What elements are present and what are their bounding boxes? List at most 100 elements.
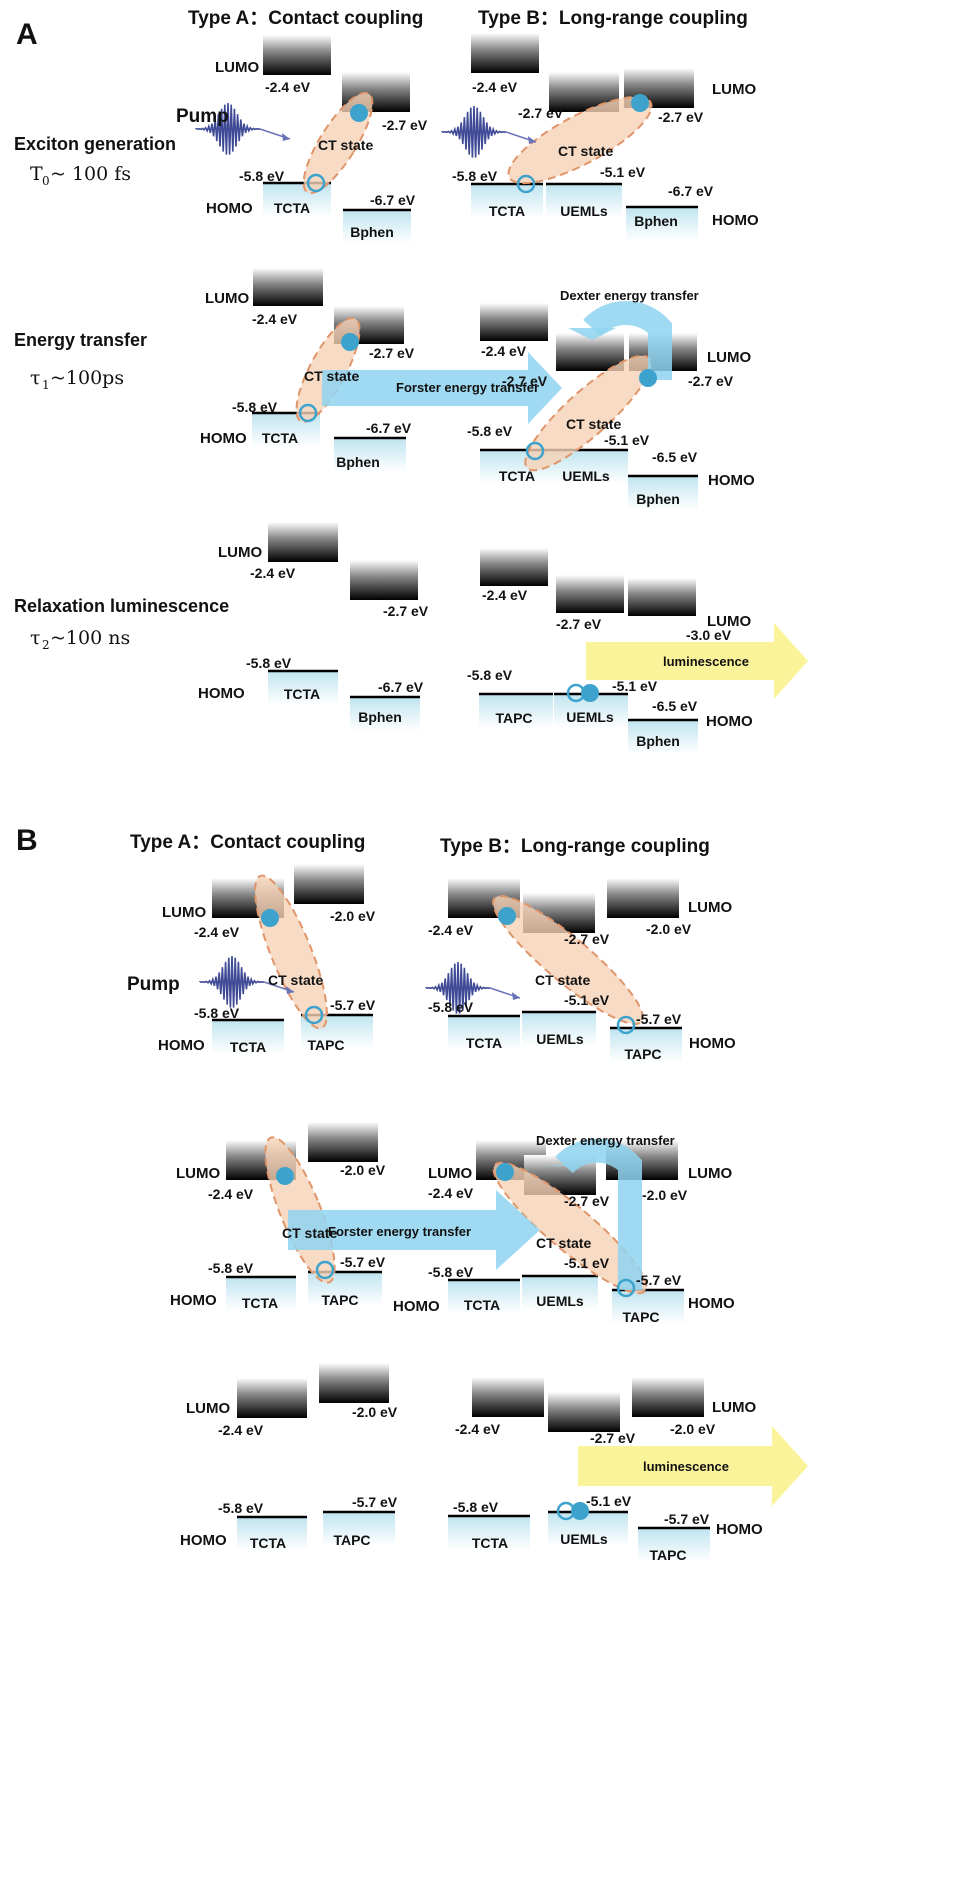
homo-tcta-gradient — [237, 1517, 307, 1551]
energy-value: -2.4 eV — [194, 924, 240, 940]
lumo-level-bar — [472, 1377, 544, 1417]
ct-state-label: CT state — [304, 368, 359, 384]
homo-bphen-gradient — [626, 207, 698, 241]
energy-value: -5.8 eV — [239, 168, 285, 184]
time-value: ~ 100 fs — [50, 163, 131, 185]
material-label: UEMLs — [536, 1293, 584, 1309]
homo-label: HOMO — [716, 1521, 763, 1538]
homo-tapc-gradient — [479, 694, 553, 728]
material-label: TAPC — [649, 1547, 686, 1563]
homo-label: HOMO — [708, 472, 755, 489]
lumo-level-bar — [548, 1392, 620, 1432]
material-label: TCTA — [464, 1297, 500, 1313]
material-label: TCTA — [242, 1295, 278, 1311]
material-label: TCTA — [262, 430, 298, 446]
homo-tcta-gradient — [448, 1016, 520, 1050]
electron-dot — [276, 1167, 294, 1185]
ct-state-label: CT state — [558, 143, 613, 159]
material-label: TAPC — [307, 1037, 344, 1053]
ct-state-label: CT state — [536, 1235, 591, 1251]
luminescence-arrow — [578, 1426, 808, 1506]
energy-value: -2.0 eV — [670, 1421, 716, 1437]
dexter-transfer-arrow — [583, 301, 672, 380]
lumo-label: LUMO — [712, 1399, 756, 1416]
homo-label: HOMO — [198, 685, 245, 702]
energy-value: -2.4 eV — [208, 1186, 254, 1202]
lumo-label: LUMO — [428, 1165, 472, 1182]
electron-dot — [631, 94, 649, 112]
homo-tapc-gradient — [323, 1512, 395, 1546]
lumo-level-bar — [319, 1363, 389, 1403]
lumo-level-bar — [268, 522, 338, 562]
material-label: UEMLs — [566, 709, 614, 725]
hole-circle — [306, 173, 326, 193]
homo-bphen-gradient — [628, 476, 698, 510]
lumo-level-bar — [253, 268, 323, 306]
material-label: Bphen — [336, 454, 380, 470]
luminescence-arrow — [586, 623, 808, 699]
ct-state-label: CT state — [535, 972, 590, 988]
lumo-level-bar — [607, 878, 679, 918]
homo-tcta-gradient — [448, 1516, 530, 1550]
pump-pulse-icon — [425, 961, 491, 1014]
energy-value: -5.8 eV — [232, 399, 278, 415]
lumo-level-bar — [471, 33, 539, 73]
material-label: Bphen — [350, 224, 394, 240]
process-stage-label: Exciton generation — [14, 134, 176, 154]
energy-value: -2.4 eV — [218, 1422, 264, 1438]
homo-label: HOMO — [158, 1037, 205, 1054]
homo-bphen-gradient — [334, 438, 406, 472]
homo-bphen-gradient — [343, 210, 411, 244]
forster-label: Forster energy transfer — [328, 1224, 471, 1239]
ct-state-label: CT state — [566, 416, 621, 432]
material-label: TCTA — [230, 1039, 266, 1055]
energy-value: -5.8 eV — [218, 1500, 264, 1516]
energy-value: -2.0 eV — [340, 1162, 386, 1178]
process-stage-label: Energy transfer — [14, 330, 147, 350]
ct-state-ellipse — [492, 1161, 648, 1295]
homo-tapc-gradient — [638, 1528, 710, 1562]
homo-tcta-gradient — [212, 1020, 284, 1054]
energy-value: -2.7 eV — [383, 603, 429, 619]
ct-state-ellipse — [507, 95, 653, 185]
energy-value: -5.8 eV — [428, 999, 474, 1015]
hole-circle — [616, 1015, 636, 1035]
material-label: TCTA — [466, 1035, 502, 1051]
electron-dot — [496, 1163, 514, 1181]
energy-value: -5.8 eV — [208, 1260, 254, 1276]
energy-value: -5.8 eV — [428, 1264, 474, 1280]
material-label: TAPC — [622, 1309, 659, 1325]
lumo-level-bar — [628, 578, 696, 616]
electron-dot — [341, 333, 359, 351]
energy-value: -2.4 eV — [472, 79, 518, 95]
homo-label: HOMO — [689, 1035, 736, 1052]
lumo-label: LUMO — [712, 81, 756, 98]
lumo-level-bar — [308, 1122, 378, 1162]
energy-value: -2.7 eV — [556, 616, 602, 632]
energy-value: -2.4 eV — [481, 343, 527, 359]
dexter-transfer-arrow — [555, 1138, 642, 1290]
ct-state-label: CT state — [318, 137, 373, 153]
energy-value: -2.4 eV — [265, 79, 311, 95]
homo-bphen-gradient — [350, 697, 420, 731]
panel-a-type-a-heading: Type A：Contact coupling — [188, 8, 423, 29]
lumo-level-bar — [350, 560, 418, 600]
energy-value: -6.5 eV — [652, 698, 698, 714]
time-value: ~100ps — [50, 367, 124, 389]
lumo-level-bar — [263, 35, 331, 75]
dexter-label: Dexter energy transfer — [560, 288, 699, 303]
energy-value: -2.0 eV — [646, 921, 692, 937]
energy-value: -2.4 eV — [428, 1185, 474, 1201]
material-label: TCTA — [472, 1535, 508, 1551]
forster-label: Forster energy transfer — [396, 380, 539, 395]
electron-dot — [581, 684, 599, 702]
homo-label: HOMO — [712, 212, 759, 229]
material-label: Bphen — [634, 213, 678, 229]
time-subscript: 2 — [42, 638, 50, 652]
energy-value: -2.4 eV — [252, 311, 298, 327]
material-label: Bphen — [358, 709, 402, 725]
material-label: TCTA — [274, 200, 310, 216]
energy-value: -2.4 eV — [250, 565, 296, 581]
energy-value: -5.7 eV — [352, 1494, 398, 1510]
